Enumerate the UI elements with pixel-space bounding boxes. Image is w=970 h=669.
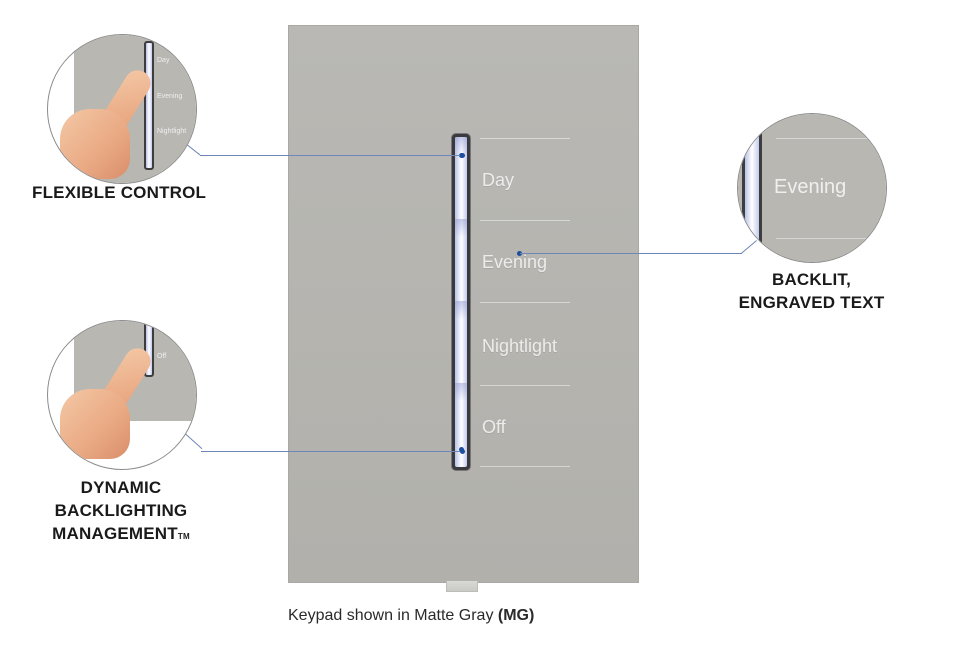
caption-backlit-engraved: BACKLIT, ENGRAVED TEXT bbox=[734, 268, 889, 314]
slider-light-bar bbox=[455, 137, 467, 467]
callout-pin-flexible bbox=[460, 153, 465, 158]
zoom-circle-dynamic-backlighting: Off bbox=[47, 320, 197, 470]
callout-line-flexible bbox=[200, 155, 462, 156]
label-divider bbox=[480, 138, 570, 139]
hand-icon bbox=[60, 109, 130, 179]
slider-segment-day bbox=[455, 137, 467, 155]
footer-caption: Keypad shown in Matte Gray (MG) bbox=[288, 607, 534, 625]
caption-flexible-control: FLEXIBLE CONTROL bbox=[32, 183, 207, 202]
zoom-label-off: Off bbox=[157, 353, 167, 360]
footer-color-code: (MG) bbox=[497, 607, 535, 624]
zoom-slider bbox=[144, 321, 154, 377]
slider-segment-nightlight bbox=[455, 301, 467, 319]
caption-line: DYNAMIC bbox=[80, 478, 162, 497]
footer-text: Keypad shown in Matte Gray bbox=[288, 607, 498, 624]
scene-label-evening[interactable]: Evening bbox=[482, 252, 548, 272]
caption-line-text: MANAGEMENT bbox=[52, 524, 178, 543]
zoom-slider bbox=[144, 41, 154, 170]
backlit-slider-track[interactable] bbox=[452, 134, 470, 470]
label-divider bbox=[480, 466, 570, 467]
label-divider bbox=[480, 385, 570, 386]
zoom-divider bbox=[776, 138, 886, 139]
callout-pin-backlit bbox=[517, 251, 522, 256]
zoom-slider bbox=[742, 114, 762, 262]
slider-segment-off bbox=[455, 383, 467, 401]
callout-line-dynamic bbox=[201, 451, 462, 452]
scene-label-day[interactable]: Day bbox=[482, 170, 515, 190]
zoom-label-day: Day bbox=[157, 57, 170, 64]
zoom-plate bbox=[738, 114, 886, 262]
caption-line: MANAGEMENTTM bbox=[46, 522, 196, 548]
zoom-label-evening: Evening bbox=[157, 93, 183, 100]
caption-line: BACKLIGHTING bbox=[54, 501, 188, 520]
caption-line: ENGRAVED TEXT bbox=[738, 293, 885, 312]
scene-label-nightlight[interactable]: Nightlight bbox=[482, 336, 558, 356]
scene-label-off[interactable]: Off bbox=[482, 417, 506, 437]
zoom-circle-backlit-text: Evening bbox=[737, 113, 887, 263]
caption-line: BACKLIT, bbox=[771, 270, 852, 289]
trademark-symbol: TM bbox=[177, 532, 190, 541]
zoom-circle-flexible-control: Day Evening Nightlight bbox=[47, 34, 197, 184]
zoom-label-nightlight: Nightlight bbox=[157, 128, 187, 135]
label-divider bbox=[480, 302, 570, 303]
callout-pin-dynamic bbox=[460, 449, 465, 454]
hand-icon bbox=[60, 389, 130, 459]
zoom-divider bbox=[776, 238, 886, 239]
keypad-bottom-tab bbox=[446, 581, 478, 592]
callout-line-backlit bbox=[520, 253, 742, 254]
zoom-label-evening-large: Evening bbox=[774, 176, 847, 198]
slider-segment-evening bbox=[455, 219, 467, 237]
caption-dynamic-backlighting: DYNAMIC BACKLIGHTING MANAGEMENTTM bbox=[46, 476, 196, 548]
label-divider bbox=[480, 220, 570, 221]
